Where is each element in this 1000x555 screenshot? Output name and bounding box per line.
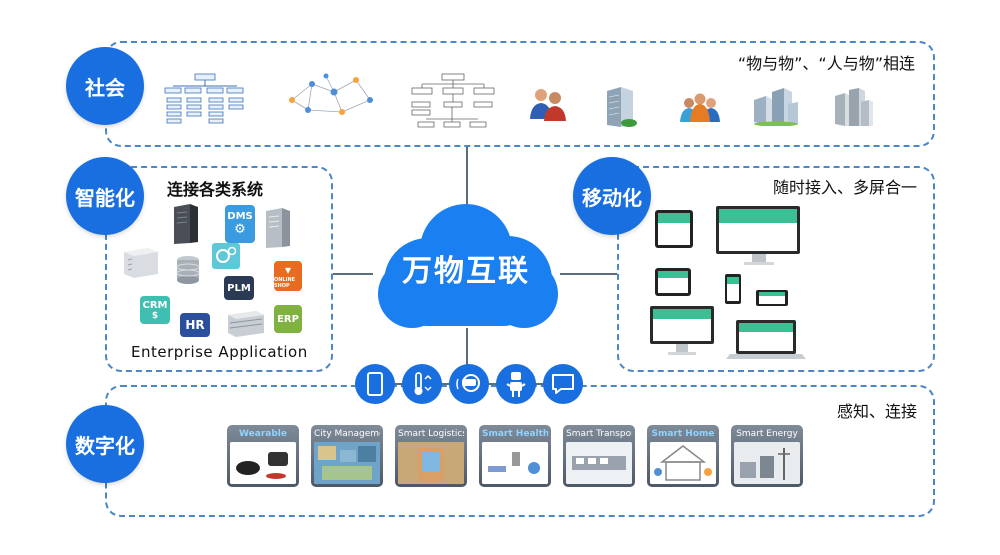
hr-label: HR <box>185 318 205 332</box>
erp-label: ERP <box>277 313 299 325</box>
wearable-image <box>230 442 296 484</box>
server-tower-icon <box>174 204 198 244</box>
database-icon <box>176 256 200 284</box>
card-smart-transport-title: Smart Transport <box>566 429 632 439</box>
erp-badge: ERP <box>274 305 302 333</box>
smart-home-image <box>650 442 716 484</box>
plm-label: PLM <box>227 282 251 294</box>
online-shop-label: ONLINE SHOP <box>274 277 296 289</box>
card-city-management-title: City Management <box>314 429 380 439</box>
gears-icon <box>212 243 240 269</box>
intelligence-caption: 连接各类系统 <box>167 180 264 199</box>
card-smart-logistics: Smart Logistics <box>395 425 467 487</box>
connector-left <box>333 273 373 275</box>
card-smart-transport: Smart Transport <box>563 425 635 487</box>
vr-headset-icon <box>449 364 489 404</box>
connector-bottom <box>466 328 468 366</box>
city-icon <box>754 88 798 126</box>
digital-label: 数字化 <box>66 405 144 483</box>
society-panel <box>105 41 935 147</box>
mobile-caption: 随时接入、多屏合一 <box>772 178 917 197</box>
online-shop-badge: ▾ ONLINE SHOP <box>274 261 302 291</box>
message-icon <box>543 364 583 404</box>
group-icon <box>680 93 720 122</box>
network-graph-icon <box>289 73 373 115</box>
gear-icon: ⚙ <box>234 222 246 237</box>
card-smart-healthcare-title: Smart Healthcare <box>482 429 548 439</box>
plm-badge: PLM <box>224 276 254 300</box>
dms-label: DMS <box>227 211 253 222</box>
hr-badge: HR <box>180 313 210 337</box>
server-rack-icon <box>124 248 158 278</box>
card-smart-energy: Smart Energy <box>731 425 803 487</box>
server-gray-icon <box>266 208 290 248</box>
card-wearable: Wearable <box>227 425 299 487</box>
crm-label: CRM <box>142 299 168 311</box>
dms-badge: DMS ⚙ <box>225 205 255 243</box>
society-label: 社会 <box>66 47 144 125</box>
card-smart-healthcare: Smart Healthcare <box>479 425 551 487</box>
city-management-image <box>314 442 380 484</box>
intelligence-label: 智能化 <box>66 157 144 235</box>
card-smart-logistics-title: Smart Logistics <box>398 429 464 439</box>
rack-server-icon <box>228 311 264 337</box>
cart-icon: ▾ <box>284 263 292 277</box>
card-city-management: City Management <box>311 425 383 487</box>
thermometer-icon <box>402 364 442 404</box>
cloud-hub-label: 万物互联 <box>402 254 530 289</box>
connector-top <box>466 147 468 207</box>
people-icon <box>530 89 566 121</box>
devices-illustration <box>650 206 806 359</box>
crm-badge: CRM $ <box>140 296 170 324</box>
digital-caption: 感知、连接 <box>836 402 917 421</box>
smart-logistics-image <box>398 442 464 484</box>
mobile-label: 移动化 <box>573 157 651 235</box>
card-smart-home: Smart Home <box>647 425 719 487</box>
connector-right <box>560 273 617 275</box>
robot-icon <box>496 364 536 404</box>
card-smart-energy-title: Smart Energy <box>736 429 798 439</box>
building-icon <box>607 87 637 127</box>
towers-icon <box>835 88 873 126</box>
dollar-icon: $ <box>151 310 159 321</box>
card-smart-home-title: Smart Home <box>651 429 715 439</box>
smart-transport-image <box>566 442 632 484</box>
society-caption: “物与物”、“人与物”相连 <box>737 54 915 73</box>
org-chart-icon <box>164 73 244 124</box>
smart-energy-image <box>734 442 800 484</box>
smart-healthcare-image <box>482 442 548 484</box>
enterprise-application-caption: Enterprise Application <box>131 343 308 361</box>
cloud-hub <box>378 204 558 328</box>
card-wearable-title: Wearable <box>239 429 287 439</box>
phone-icon <box>355 364 395 404</box>
hierarchy-chart-icon <box>411 73 495 128</box>
